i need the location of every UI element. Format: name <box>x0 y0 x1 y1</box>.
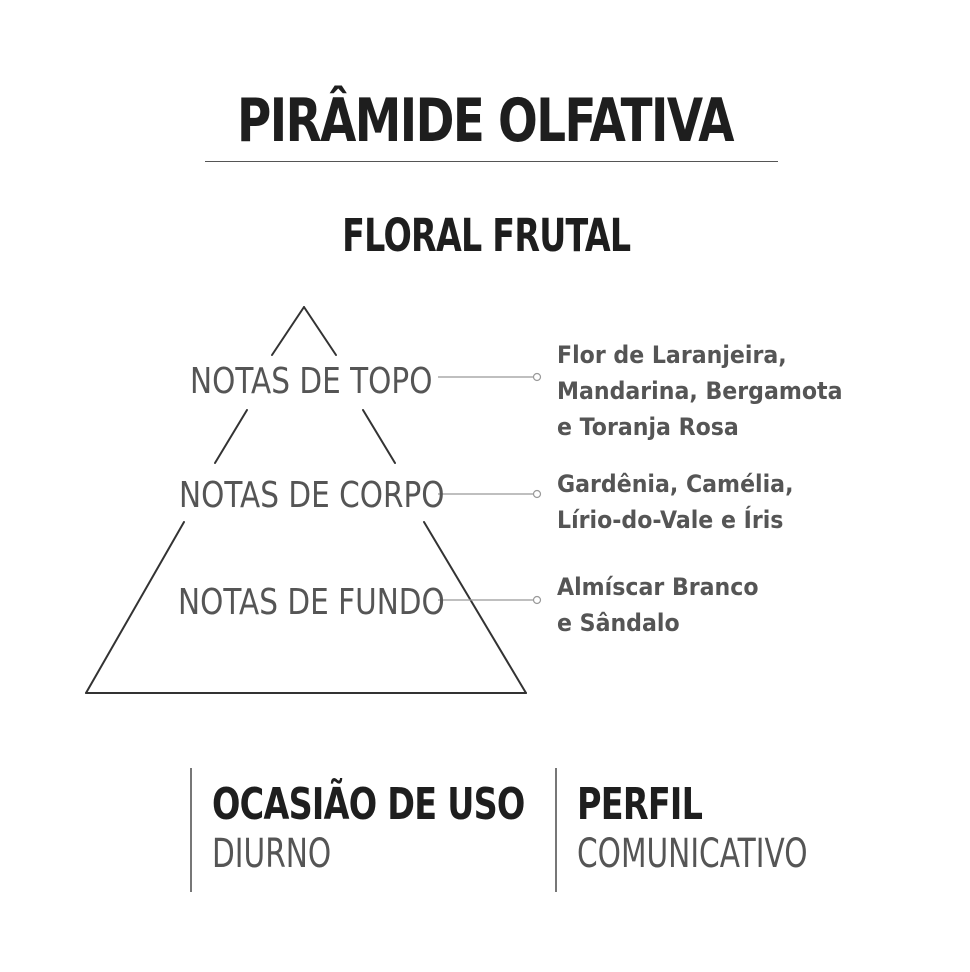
pyramid-edge-right-lower <box>423 521 527 694</box>
profile-heading: PERFIL <box>577 779 703 830</box>
pyramid-edge-left-upper <box>214 409 248 464</box>
notes-fundo: Almíscar Branco e Sândalo <box>557 569 759 641</box>
note-line: Almíscar Branco <box>557 573 759 601</box>
info-divider-left <box>190 768 192 892</box>
note-line: e Sândalo <box>557 609 680 637</box>
note-line: Gardênia, Camélia, <box>557 470 794 498</box>
occasion-heading: OCASIÃO DE USO <box>212 779 525 830</box>
leader-dot-fundo <box>532 595 542 605</box>
note-line: Lírio-do-Vale e Íris <box>557 506 784 534</box>
tier-label-topo: NOTAS DE TOPO <box>190 361 433 402</box>
tier-label-fundo: NOTAS DE FUNDO <box>178 582 445 623</box>
pyramid-apex-left <box>271 306 305 356</box>
note-line: e Toranja Rosa <box>557 413 739 441</box>
page-title: PIRÂMIDE OLFATIVA <box>237 86 735 156</box>
fragrance-family: FLORAL FRUTAL <box>342 209 631 262</box>
title-divider <box>205 161 778 162</box>
occasion-value: DIURNO <box>212 831 332 877</box>
pyramid-apex-right <box>303 306 337 356</box>
info-divider-right <box>555 768 557 892</box>
leader-dot-topo <box>532 372 542 382</box>
profile-value: COMUNICATIVO <box>577 831 808 877</box>
pyramid-edge-right-upper <box>362 409 396 464</box>
leader-dot-corpo <box>532 489 542 499</box>
notes-corpo: Gardênia, Camélia, Lírio-do-Vale e Íris <box>557 466 793 538</box>
tier-label-corpo: NOTAS DE CORPO <box>179 475 445 516</box>
notes-topo: Flor de Laranjeira, Mandarina, Bergamota… <box>557 337 842 445</box>
note-line: Mandarina, Bergamota <box>557 377 843 405</box>
pyramid-edge-left-lower <box>85 521 185 694</box>
note-line: Flor de Laranjeira, <box>557 341 787 369</box>
